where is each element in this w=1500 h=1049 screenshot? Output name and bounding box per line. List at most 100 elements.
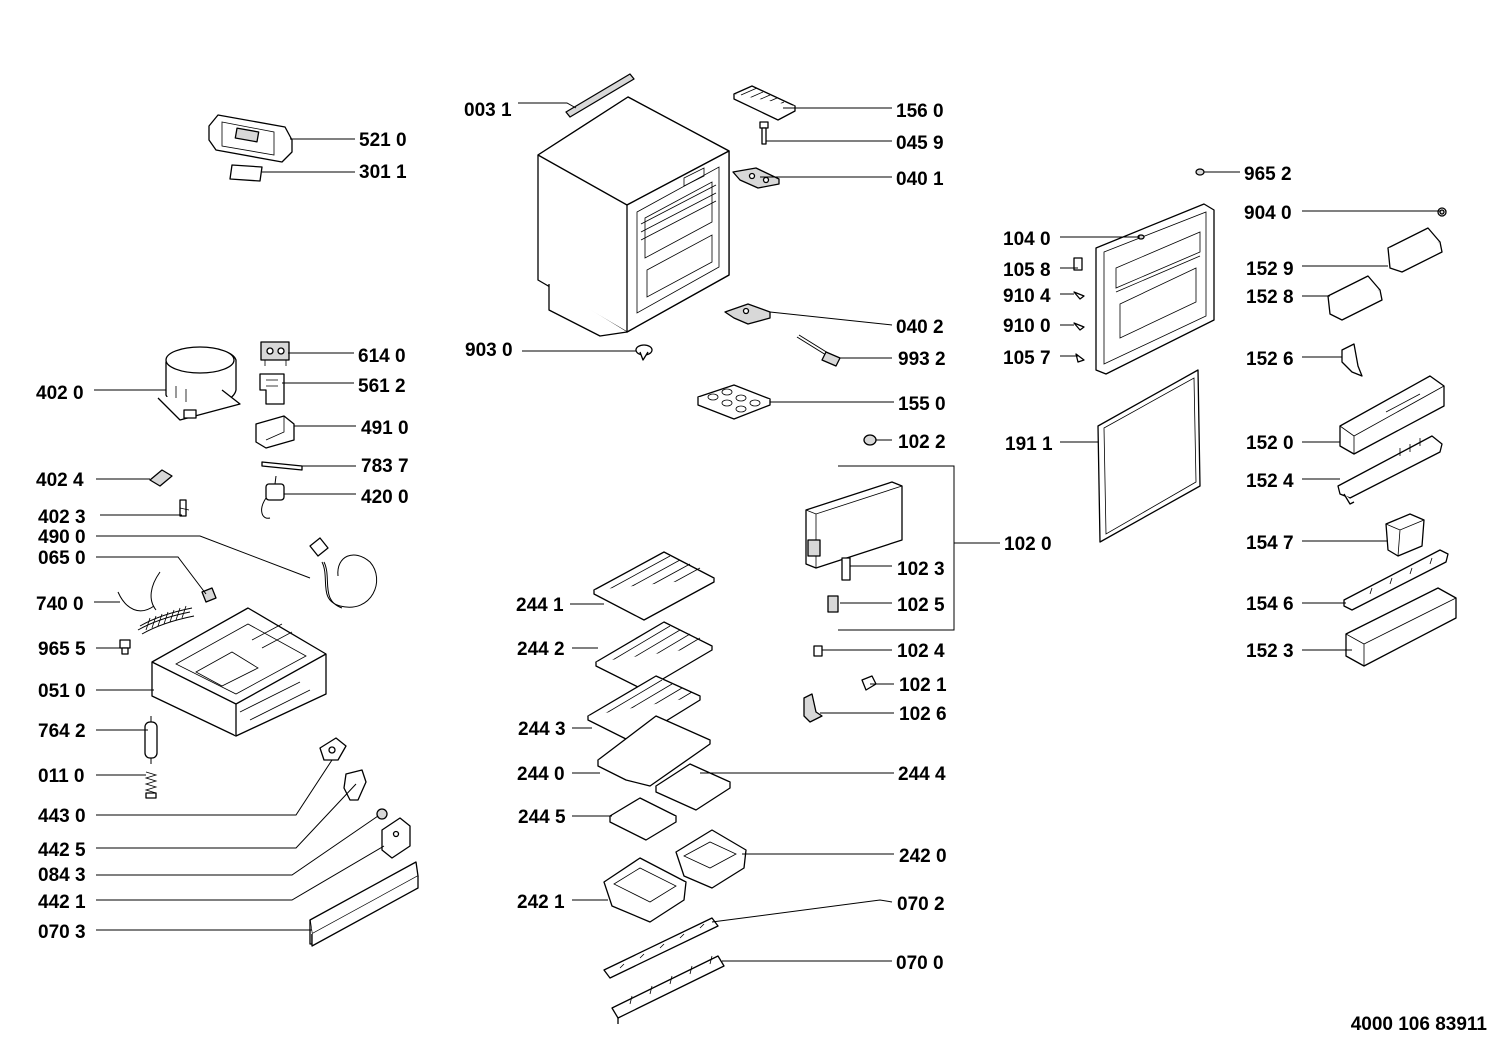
part-label: 420 0	[361, 487, 409, 508]
lower-hinge-drawing	[724, 303, 771, 325]
document-number: 4000 106 83911	[1351, 1014, 1488, 1035]
part-label: 244 2	[517, 639, 565, 660]
part-label: 614 0	[358, 346, 406, 367]
cabinet-drawing	[537, 96, 730, 337]
part-label: 154 6	[1246, 594, 1294, 615]
part-label: 764 2	[38, 721, 86, 742]
shelf-clip-1-drawing	[655, 763, 731, 811]
pin-drawing	[759, 121, 769, 145]
overload-protector-drawing	[259, 373, 285, 405]
part-label: 152 8	[1246, 287, 1294, 308]
part-label: 040 2	[896, 317, 944, 338]
plug-drawing	[1195, 168, 1205, 176]
part-label: 965 5	[38, 639, 86, 660]
part-label: 740 0	[36, 594, 84, 615]
flap-spring-drawing	[861, 675, 877, 691]
butter-lid-1-drawing	[1387, 227, 1443, 273]
knob-drawing	[376, 808, 388, 820]
bottle-rail-drawing	[1343, 549, 1449, 611]
glass-shelf-drawing	[597, 715, 711, 787]
crisper-lower-drawing	[603, 857, 687, 923]
flap-hinge-drawing	[841, 557, 851, 581]
thermostat-bracket-drawing	[381, 817, 411, 859]
bracket-drawing	[149, 469, 173, 487]
part-label: 910 0	[1003, 316, 1051, 337]
part-label: 904 0	[1244, 203, 1292, 224]
part-label: 561 2	[358, 376, 406, 397]
part-label: 903 0	[465, 340, 513, 361]
compressor-base-drawing	[151, 607, 327, 737]
part-label: 402 4	[36, 470, 84, 491]
part-label: 491 0	[361, 418, 409, 439]
part-label: 070 2	[897, 894, 945, 915]
part-label: 152 4	[1246, 471, 1294, 492]
part-label: 070 3	[38, 922, 86, 943]
part-label: 152 6	[1246, 349, 1294, 370]
trim-upper-drawing	[603, 917, 719, 979]
capacitor-drawing	[261, 475, 285, 519]
cable-drawing	[796, 334, 841, 367]
part-label: 105 8	[1003, 260, 1051, 281]
part-label: 244 3	[518, 719, 566, 740]
part-label: 402 3	[38, 507, 86, 528]
part-label: 521 0	[359, 130, 407, 151]
part-label: 105 7	[1003, 348, 1051, 369]
screw-drawing	[119, 639, 131, 655]
part-label: 104 0	[1003, 229, 1051, 250]
kickplate-drawing	[309, 861, 419, 947]
crisper-upper-drawing	[675, 829, 747, 889]
part-labels: 003 1 156 0 045 9 040 1 965 2 904 0 521 …	[36, 100, 1487, 1035]
flap-latch-drawing	[827, 595, 839, 613]
part-label: 783 7	[361, 456, 409, 477]
part-label: 993 2	[898, 349, 946, 370]
wire-shelf-1-drawing	[593, 551, 715, 621]
butter-lid-2-drawing	[1327, 275, 1383, 321]
door-clip-drawing	[1341, 343, 1363, 377]
part-label: 152 9	[1246, 259, 1294, 280]
part-label: 442 5	[38, 840, 86, 861]
wire-shelf-3-drawing	[587, 675, 701, 743]
part-label: 156 0	[896, 101, 944, 122]
part-label: 045 9	[896, 133, 944, 154]
part-label: 244 0	[517, 764, 565, 785]
part-label: 242 1	[517, 892, 565, 913]
part-label: 011 0	[38, 766, 85, 787]
door-drawing	[1095, 203, 1215, 375]
part-label: 242 0	[899, 846, 947, 867]
thermostat-drawing	[319, 737, 347, 761]
part-label: 040 1	[896, 169, 944, 190]
part-label: 084 3	[38, 865, 86, 886]
door-parts-small-drawing	[1073, 257, 1085, 363]
top-cover-strip-drawing	[565, 73, 635, 118]
part-label: 244 4	[898, 764, 946, 785]
part-label: 070 0	[896, 953, 944, 974]
part-label: 965 2	[1244, 164, 1292, 185]
part-label: 154 7	[1246, 533, 1294, 554]
part-label: 102 1	[899, 675, 947, 696]
freezer-flap-drawing	[805, 481, 903, 569]
flap-handle-drawing	[803, 693, 823, 723]
door-gasket-drawing	[1097, 369, 1201, 543]
starter-relay-drawing	[260, 341, 290, 366]
part-label: 102 5	[897, 595, 945, 616]
ice-tray-drawing	[733, 85, 796, 121]
egg-tray-drawing	[697, 384, 771, 420]
power-cord-drawing	[309, 537, 378, 609]
part-label: 065 0	[38, 548, 86, 569]
shelf-clip-2-drawing	[609, 797, 677, 841]
part-label: 402 0	[36, 383, 84, 404]
flap-pin-drawing	[813, 645, 823, 657]
part-label: 152 3	[1246, 641, 1294, 662]
part-label: 102 4	[897, 641, 945, 662]
compressor-drawing	[157, 346, 241, 421]
door-bin-upper-drawing	[1339, 375, 1445, 455]
part-label: 490 0	[38, 527, 86, 548]
part-label: 442 1	[38, 892, 86, 913]
part-label: 102 3	[897, 559, 945, 580]
part-label: 443 0	[38, 806, 86, 827]
upper-hinge-drawing	[732, 167, 780, 189]
label-plate-drawing	[229, 164, 263, 182]
part-label: 244 1	[516, 595, 564, 616]
part-label: 301 1	[359, 162, 407, 183]
